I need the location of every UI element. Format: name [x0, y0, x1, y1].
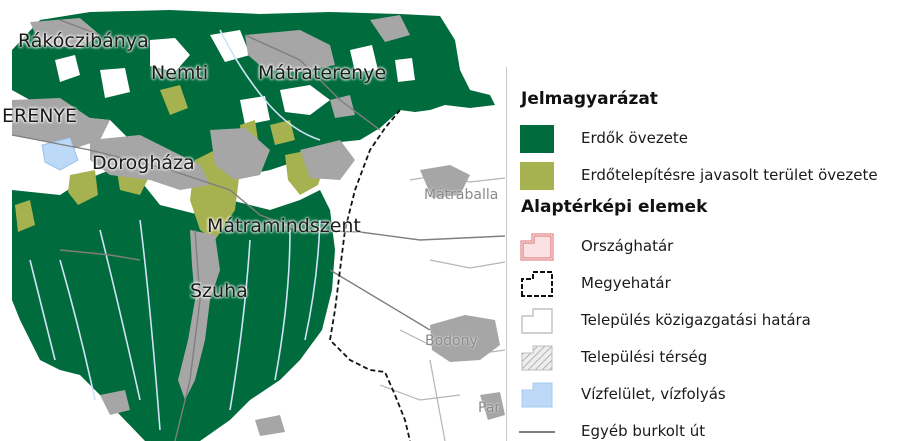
legend-item-settlement: Települési térség — [519, 343, 919, 377]
legend-item-country-border: Országhatár — [519, 232, 919, 266]
legend-label: Erdők övezete — [581, 129, 689, 147]
county-boundary — [329, 109, 411, 441]
legend-label: Egyéb burkolt út — [581, 422, 706, 440]
streams — [29, 29, 321, 431]
place-label-matramindszent: Mátramindszent — [207, 215, 361, 237]
forest-fill-icon — [520, 125, 554, 153]
legend-title: Jelmagyarázat — [521, 89, 658, 109]
legend-label: Erdőtelepítésre javasolt terület övezete — [581, 166, 878, 184]
legend-subtitle: Alaptérképi elemek — [521, 197, 708, 217]
forest-zone — [12, 10, 495, 441]
legend-item-water: Vízfelület, vízfolyás — [519, 380, 919, 414]
afforestation-fill-icon — [520, 162, 554, 190]
settlement-areas — [12, 15, 505, 436]
legend-item-afforestation: Erdőtelepítésre javasolt terület övezete — [519, 161, 919, 195]
legend-label: Megyehatár — [581, 274, 671, 292]
legend-item-county-border: Megyehatár — [519, 269, 919, 303]
water-icon — [521, 382, 553, 408]
road-line-icon — [519, 431, 555, 433]
legend-panel: Jelmagyarázat Erdők övezete Erdőtelepíté… — [506, 67, 921, 441]
legend-label: Település közigazgatási határa — [581, 311, 811, 329]
place-label-szuha: Szuha — [190, 280, 248, 302]
legend-label: Országhatár — [581, 237, 674, 255]
place-label-erenye: ERENYE — [2, 105, 78, 127]
settlement-hatch-icon — [521, 345, 553, 371]
place-label-matraterenye: Mátraterenye — [258, 62, 387, 84]
place-label-bodony: Bodony — [425, 333, 478, 349]
place-label-matraballa: Mátraballa — [424, 187, 499, 203]
roads — [11, 19, 506, 441]
place-label-par: Par — [478, 400, 501, 416]
legend-label: Települési térség — [581, 348, 708, 366]
legend-item-municipal-border: Település közigazgatási határa — [519, 306, 919, 340]
place-label-doroghaza: Dorogháza — [92, 152, 195, 174]
country-border-icon — [520, 233, 554, 261]
municipal-border-icon — [521, 308, 553, 334]
legend-label: Vízfelület, vízfolyás — [581, 385, 726, 403]
legend-item-road: Egyéb burkolt út — [519, 417, 919, 441]
place-label-rakoczibanya: Rákóczibánya — [18, 30, 149, 52]
county-border-icon — [521, 271, 553, 297]
place-label-nemti: Nemti — [151, 62, 209, 84]
legend-item-forest: Erdők övezete — [519, 124, 919, 158]
